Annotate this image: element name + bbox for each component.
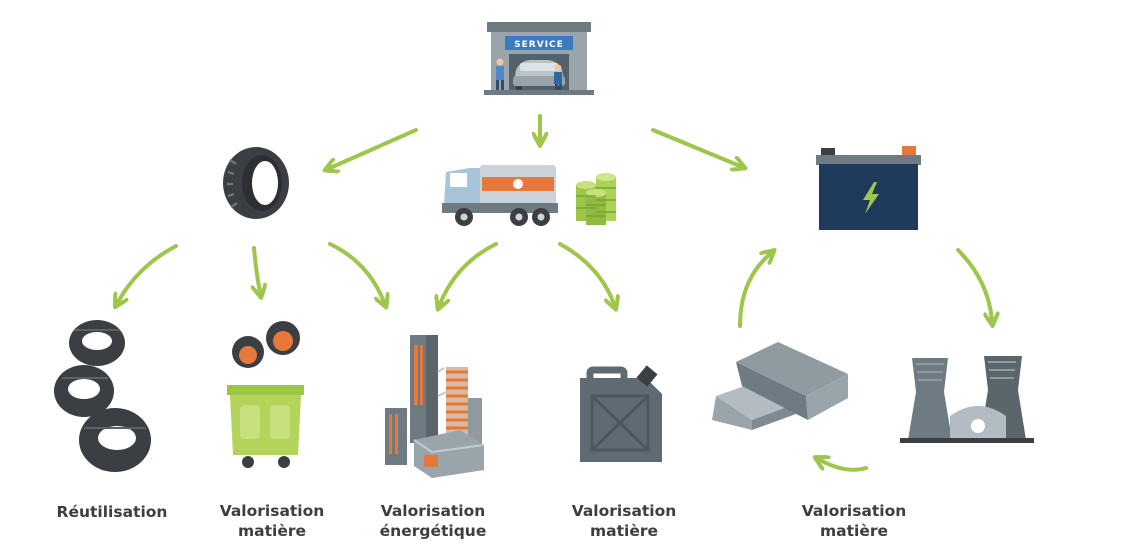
- flow-arrows: [118, 114, 992, 472]
- garage-sign-text: SERVICE: [514, 40, 564, 50]
- label-battery-material: Valorisation matière: [801, 502, 907, 540]
- battery-icon: [816, 146, 921, 230]
- arrow-garage-to-tire: [330, 128, 418, 168]
- label-reutilisation: Réutilisation: [56, 503, 168, 521]
- arrow-tire-to-material: [254, 246, 260, 292]
- arrow-truck-to-energy: [440, 242, 498, 304]
- arrow-truck-to-jerrycan: [558, 242, 614, 304]
- tire-icon: [223, 147, 289, 219]
- metal-ingots-icon: [712, 342, 848, 430]
- arrow-plant-to-ingots: [820, 460, 868, 472]
- label-tire-material: Valorisation matière: [219, 502, 325, 540]
- arrow-tire-to-reuse: [118, 244, 178, 302]
- label-energy: Valorisation énergétique: [379, 502, 487, 540]
- rubber-granules-icon: [232, 321, 300, 368]
- arrow-tire-to-energy: [328, 242, 384, 302]
- truck-icon: [442, 165, 558, 226]
- label-oil-material: Valorisation matière: [571, 502, 677, 540]
- arrow-garage-to-battery: [651, 128, 740, 166]
- factory-icon: [385, 335, 485, 478]
- stacked-tires-icon: [54, 320, 151, 472]
- green-bin-icon: [227, 385, 304, 468]
- arrow-battery-to-plant: [956, 248, 992, 320]
- power-plant-icon: [900, 356, 1034, 443]
- arrow-ingots-to-battery: [738, 254, 770, 328]
- jerrycan-icon: [580, 365, 662, 462]
- garage-icon: SERVICE: [484, 22, 594, 95]
- oil-barrels-icon: [576, 173, 616, 225]
